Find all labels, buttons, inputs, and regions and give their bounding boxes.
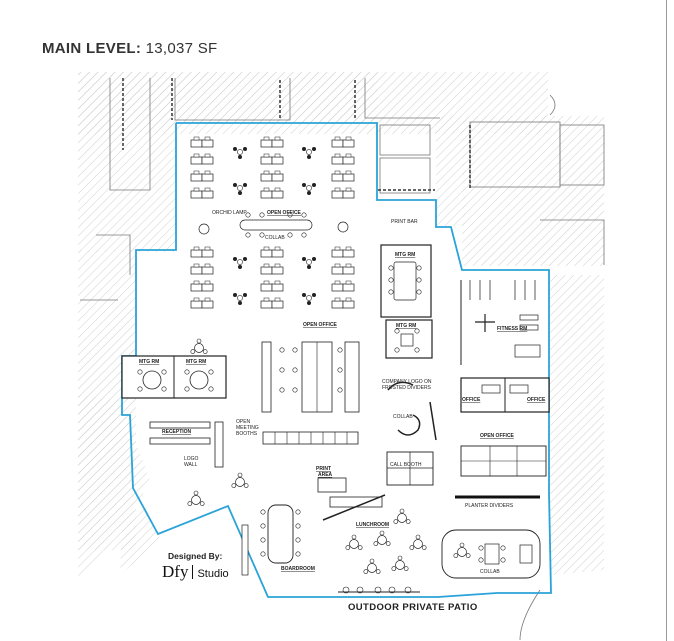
level-label: MAIN LEVEL: xyxy=(42,40,142,57)
label-mtg-rm-west-2: MTG RM xyxy=(186,359,206,365)
workstations-center-south xyxy=(261,341,360,413)
label-open-office-north: OPEN OFFICE xyxy=(267,210,302,216)
call-booths xyxy=(386,451,434,486)
dashed-walls xyxy=(122,78,471,191)
room-labels: ORCHID LAMP OPEN OFFICE COLLAB PRINT BAR… xyxy=(139,210,546,575)
label-logo-wall-1: LOGO xyxy=(184,456,199,462)
label-collab-north: COLLAB xyxy=(265,235,285,241)
logo-studio: Studio xyxy=(197,568,229,580)
label-planter-dividers: PLANTER DIVIDERS xyxy=(465,503,514,509)
reception-area xyxy=(149,421,224,468)
label-office-2: OFFICE xyxy=(527,397,546,403)
label-print-bar: PRINT BAR xyxy=(391,219,418,225)
designed-by-label: Designed By: xyxy=(168,551,223,561)
print-area xyxy=(317,477,386,521)
label-boardroom: BOARDROOM xyxy=(281,566,315,572)
label-lunchroom: LUNCHROOM xyxy=(356,522,389,528)
fitness-room xyxy=(460,280,541,365)
label-mtg-rm-east-small: MTG RM xyxy=(396,323,416,329)
label-orchid-lamp: ORCHID LAMP xyxy=(212,210,247,216)
logo-divider xyxy=(192,565,194,579)
workstations-center xyxy=(190,246,355,309)
label-call-booth: CALL BOOTH xyxy=(390,462,422,468)
label-office-1: OFFICE xyxy=(462,397,481,403)
logo-mark: Dfy xyxy=(162,562,189,581)
collab-center xyxy=(387,381,437,441)
boardroom xyxy=(241,504,301,576)
collab-south xyxy=(441,529,541,579)
private-offices xyxy=(460,377,550,413)
label-reception: RECEPTION xyxy=(162,429,192,435)
label-open-office-south: OPEN OFFICE xyxy=(480,433,515,439)
lunchroom-tables xyxy=(338,508,427,594)
meeting-rooms-west xyxy=(121,338,227,399)
collab-table-north xyxy=(198,212,349,238)
meeting-booths xyxy=(262,431,359,445)
workstations-north xyxy=(190,136,355,199)
area-value: 13,037 SF xyxy=(145,40,218,57)
adjacent-walls xyxy=(80,78,605,641)
meeting-rooms-east xyxy=(380,244,433,359)
patio-label: OUTDOOR PRIVATE PATIO xyxy=(348,602,478,613)
label-fitness-rm: FITNESS RM xyxy=(497,326,527,332)
label-company-logo-1: COMPANY LOGO ON xyxy=(382,379,432,385)
lobby-seating xyxy=(187,472,249,506)
label-collab-center: COLLAB xyxy=(393,414,413,420)
label-open-meeting-1: OPEN xyxy=(236,419,251,425)
label-mtg-rm-east-top: MTG RM xyxy=(395,252,415,258)
label-company-logo-2: FROSTED DIVIDERS xyxy=(382,385,432,391)
studio-logo: Dfy Studio xyxy=(162,562,229,582)
page-title: MAIN LEVEL: 13,037 SF xyxy=(42,40,218,57)
workstations-east xyxy=(455,445,547,499)
label-mtg-rm-west-1: MTG RM xyxy=(139,359,159,365)
label-print-area-1: PRINT xyxy=(316,466,331,472)
label-print-area-2: AREA xyxy=(318,472,333,478)
label-open-office-center: OPEN OFFICE xyxy=(303,322,338,328)
label-collab-south: COLLAB xyxy=(480,569,500,575)
label-logo-wall-2: WALL xyxy=(184,462,198,468)
label-open-meeting-2: MEETING xyxy=(236,425,259,431)
label-open-meeting-3: BOOTHS xyxy=(236,431,258,437)
